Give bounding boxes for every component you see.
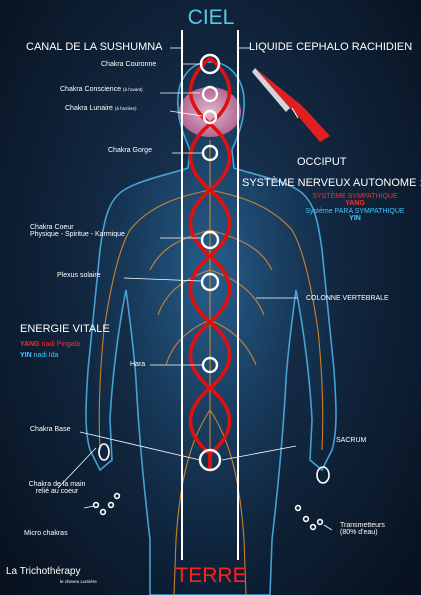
- canal-sushumna-label: CANAL DE LA SUSHUMNA: [26, 41, 163, 53]
- brand-tagline: le cheveu Lumière: [60, 579, 97, 584]
- hara-label: Hara: [130, 361, 146, 368]
- micro-dot: [113, 492, 121, 500]
- colonne-vertebrale-label: COLONNE VERTEBRALE: [306, 295, 389, 302]
- knife-symbol: [252, 68, 330, 142]
- micro-dot: [316, 518, 324, 526]
- liquide-label: LIQUIDE CEPHALO RACHIDIEN: [249, 41, 413, 53]
- micro-dot: [302, 515, 310, 523]
- sacrum-label: SACRUM: [336, 437, 367, 444]
- terre-title: TERRE: [175, 564, 247, 587]
- left-hand-chakra: [98, 443, 110, 461]
- plexus-solaire-label: Plexus solaire: [57, 272, 101, 279]
- sympathique-block: SYSTÈME SYMPATHIQUE YANG Système PARA SY…: [305, 193, 405, 223]
- chakra-main-label: Chakra de la main relié au coeur: [28, 481, 86, 496]
- micro-dot: [107, 501, 115, 509]
- transmetteurs-label: Transmetteurs (80% d'eau): [340, 522, 385, 537]
- plexus-ring: [200, 272, 220, 292]
- energie-vitale-title: ENERGIE VITALE: [20, 323, 110, 335]
- chakra-gorge-label: Chakra Gorge: [108, 147, 152, 154]
- micro-dot: [92, 501, 100, 509]
- chakra-conscience-ring: [201, 85, 219, 103]
- brand-name: La Trichothérapy: [6, 566, 81, 577]
- body-silhouette: [85, 61, 337, 595]
- micro-dot: [294, 504, 302, 512]
- chakra-couronne-label: Chakra Couronne: [101, 61, 157, 68]
- chakra-conscience-label: Chakra Conscience (à l'avant): [60, 86, 143, 93]
- micro-chakras-label: Micro chakras: [24, 530, 68, 537]
- chakra-coeur-label: Chakra Coeur Physique - Spiritue - Karmi…: [30, 224, 125, 239]
- chakra-lunaire-label: Chakra Lunaire (à l'arrière): [65, 105, 137, 112]
- micro-dot: [99, 508, 107, 516]
- energie-yang-line: YANG nadi Pingala: [20, 341, 81, 348]
- micro-dot: [309, 523, 317, 531]
- chakra-base-label: Chakra Base: [30, 426, 71, 433]
- chakra-couronne-ring: [199, 53, 221, 75]
- ciel-title: CIEL: [187, 6, 235, 29]
- chakra-gorge-ring: [201, 144, 219, 162]
- hara-ring: [201, 356, 219, 374]
- chakra-lunaire-ring: [202, 109, 218, 125]
- right-hand-chakra: [316, 466, 330, 484]
- energie-yin-line: YIN nadi Ida: [20, 352, 59, 359]
- chakra-coeur-ring: [200, 230, 220, 250]
- occiput-label: OCCIPUT: [297, 156, 347, 168]
- systeme-nerveux-label: SYSTÈME NERVEUX AUTONOME :: [242, 177, 421, 189]
